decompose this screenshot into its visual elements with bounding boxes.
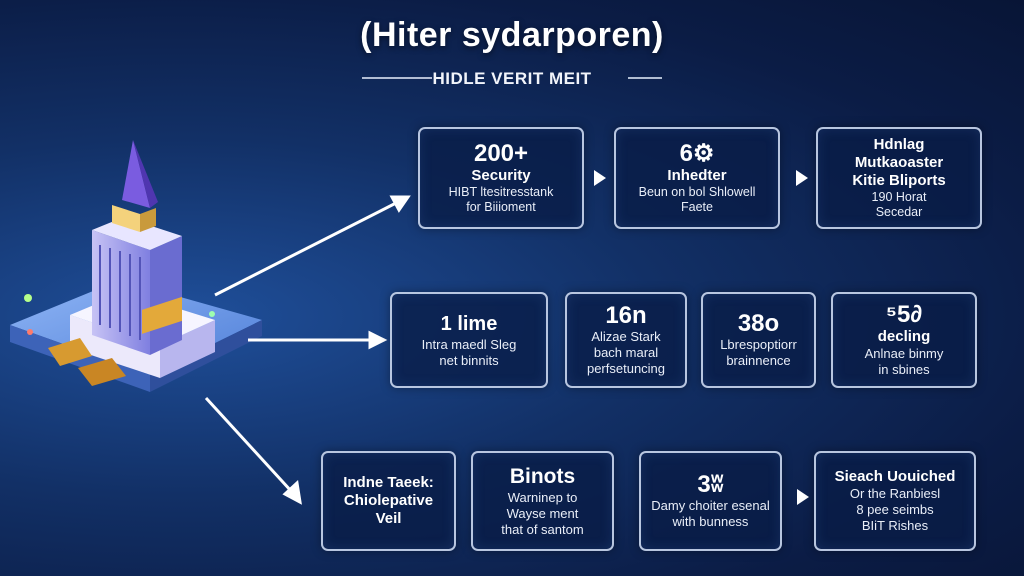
card-text: Intra maedl Sleg [421,337,517,352]
card-row1-3: Hdnlag Mutkaoaster Kitie Bliports 190 Ho… [816,127,982,229]
card-value: ⁵5∂ [885,301,923,328]
subtitle-block: HIDLE VERIT MEIT [362,66,662,90]
card-heading: decling [877,328,931,345]
card-row1-1: 200+ Security HIBT ltesitresstank for Bi… [418,127,584,229]
arrow-head-row-3 [282,480,302,505]
card-row3-3: 3ʬ Damy choiter esenal with bunness [639,451,782,551]
card-heading: Inhedter [667,167,727,184]
diagram-title: (Hiter sydarporen) [360,16,664,54]
card-row2-2: 16n Alizae Stark bach maral perfsetuncin… [565,292,687,388]
crown-block [112,205,140,232]
card-text: Or the Ranbiesl [849,486,941,501]
card-heading: Mutkaoaster [854,154,944,171]
card-heading: Chiolepative [343,492,434,509]
card-heading: Security [471,167,531,184]
card-heading: Sieach Uouiched [834,468,956,485]
card-text: Damy choiter esenal [651,498,770,513]
card-row3-1: Indne Taeek: Chiolepative Veil [321,451,456,551]
arrow-to-row-3 [204,396,294,494]
card-text: brainnence [726,353,791,368]
card-text: Alizae Stark [591,329,661,344]
card-text: Secedar [875,205,923,219]
crown-block-side [140,208,156,232]
card-value: 6⚙ [679,140,715,167]
card-text: 8 pee seimbs [856,502,934,517]
card-text: BIiT Rishes [861,518,929,533]
card-text: bach maral [593,345,659,360]
diagram-subtitle: HIDLE VERIT MEIT [432,69,592,88]
card-row3-2: Binots Warninep to Wayse ment that of sa… [471,451,614,551]
sparkle-2 [209,311,215,317]
card-value: 200+ [473,140,529,167]
card-text: HIBT ltesitresstank [448,185,554,199]
card-value: 3ʬ [697,471,724,498]
gold-tile-2 [78,358,126,386]
card-text: for Biiioment [466,200,536,214]
card-text: Beun on bol Shlowell [638,185,756,199]
flow-arrow-r3-1 [797,489,809,505]
card-value: Binots [509,465,576,488]
card-row3-4: Sieach Uouiched Or the Ranbiesl 8 pee se… [814,451,976,551]
sparkle-3 [27,329,33,335]
card-heading: Indne Taeek: [343,474,434,491]
sparkle-1 [24,294,32,302]
card-text: Lbrespoptiorr [720,337,797,352]
card-text: Warninep to [507,490,578,505]
tower-windows [99,245,141,340]
subtitle-rule-right [628,77,662,79]
card-heading: Kitie Bliports [852,172,946,189]
card-heading: Veil [375,510,402,527]
arrow-head-row-1 [389,195,411,213]
card-text: that of santom [501,522,584,537]
card-value: 16n [605,302,647,329]
subtitle-rule-left [362,77,432,79]
spire-shade [133,140,158,208]
tower-illustration [10,140,262,392]
card-heading: Hdnlag [873,136,925,153]
machinery-block [142,296,182,334]
building-base-side [160,320,215,378]
card-text: 190 Horat [871,190,927,204]
card-text: net binnits [439,353,499,368]
card-row2-4: ⁵5∂ decling Anlnae binmy in sbines [831,292,977,388]
arrow-head-row-2 [368,330,388,350]
card-text: perfsetuncing [586,361,666,376]
flow-arrow-r1-1 [594,170,606,186]
card-value: 1 lime [440,313,498,335]
flow-arrow-r1-2 [796,170,808,186]
card-text: Faete [681,200,713,214]
tower-top [92,217,182,250]
spire [122,140,150,208]
gold-tile-1 [48,338,92,366]
arrow-to-row-1 [214,200,399,297]
card-text: with bunness [672,514,749,529]
card-row1-2: 6⚙ Inhedter Beun on bol Shlowell Faete [614,127,780,229]
card-text: Wayse ment [506,506,579,521]
card-row2-3: 38o Lbrespoptiorr brainnence [701,292,816,388]
card-row2-1: 1 lime Intra maedl Sleg net binnits [390,292,548,388]
card-text: Anlnae binmy [864,346,944,361]
card-value: 38o [737,310,780,337]
card-text: in sbines [878,362,930,377]
